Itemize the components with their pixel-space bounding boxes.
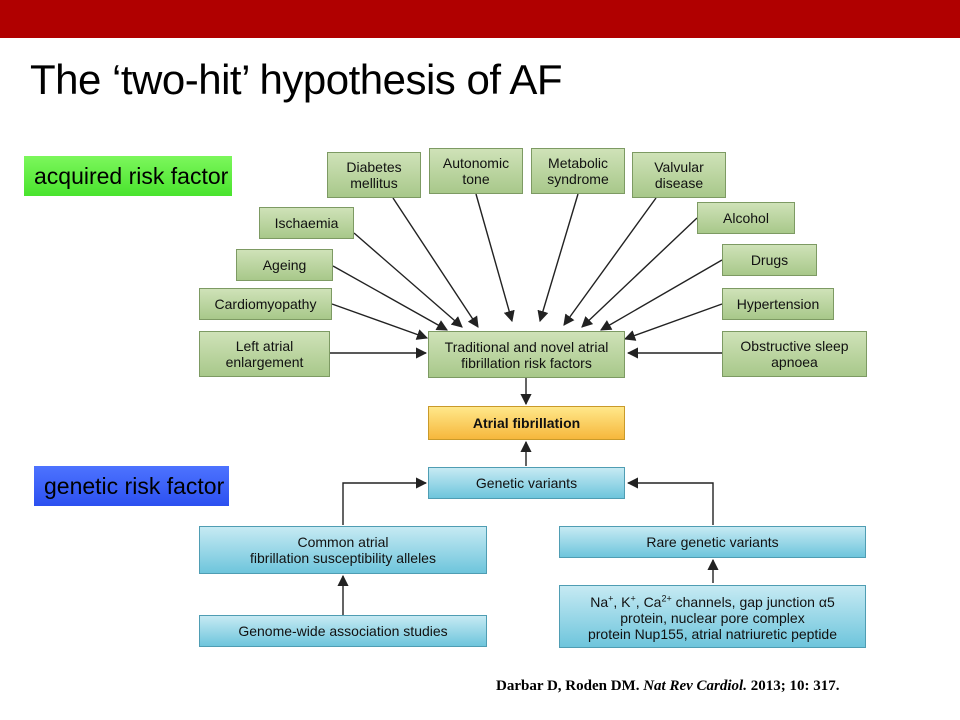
arrow-hypertension [623,303,723,341]
arrow-valvular [563,197,657,326]
genetic-risk-factor-label: genetic risk factor [34,466,229,506]
box-genetic-variants: Genetic variants [428,467,625,499]
box-atrial-fibrillation: Atrial fibrillation [428,406,625,440]
acquired-risk-factor-label: acquired risk factor [24,156,232,196]
arrow-diabetes [392,197,479,328]
arrow-cardiomyopathy [331,303,429,340]
channels-line3: protein Nup155, atrial natriuretic pepti… [587,626,838,643]
box-ageing: Ageing [236,249,333,281]
box-hypertension: Hypertension [722,288,834,320]
channels-line1: Na+, K+, Ca2+ channels, gap junction α5 [590,593,835,611]
arrow-alcohol [581,217,698,328]
box-alcohol: Alcohol [697,202,795,234]
box-drugs: Drugs [722,244,817,276]
slide-title: The ‘two-hit’ hypothesis of AF [30,56,563,103]
arrow-ischaemia [353,232,463,328]
top-banner [0,0,960,38]
arrow-drugs [600,259,723,331]
box-gwas: Genome-wide association studies [199,615,487,647]
box-rare-variants: Rare genetic variants [559,526,866,558]
box-ischaemia: Ischaemia [259,207,354,239]
arrow-rare-to-genetic [626,477,714,525]
channels-line2: protein, nuclear pore complex [620,610,805,627]
arrow-common-to-genetic [342,477,428,525]
arrow-ageing [332,265,448,331]
box-cardiomyopathy: Cardiomyopathy [199,288,332,320]
arrow-autonomic [475,193,515,323]
box-ion-channels: Na+, K+, Ca2+ channels, gap junction α5 … [559,585,866,648]
citation: Darbar D, Roden DM. Nat Rev Cardiol. 201… [496,678,840,694]
arrow-metabolic [537,193,579,323]
